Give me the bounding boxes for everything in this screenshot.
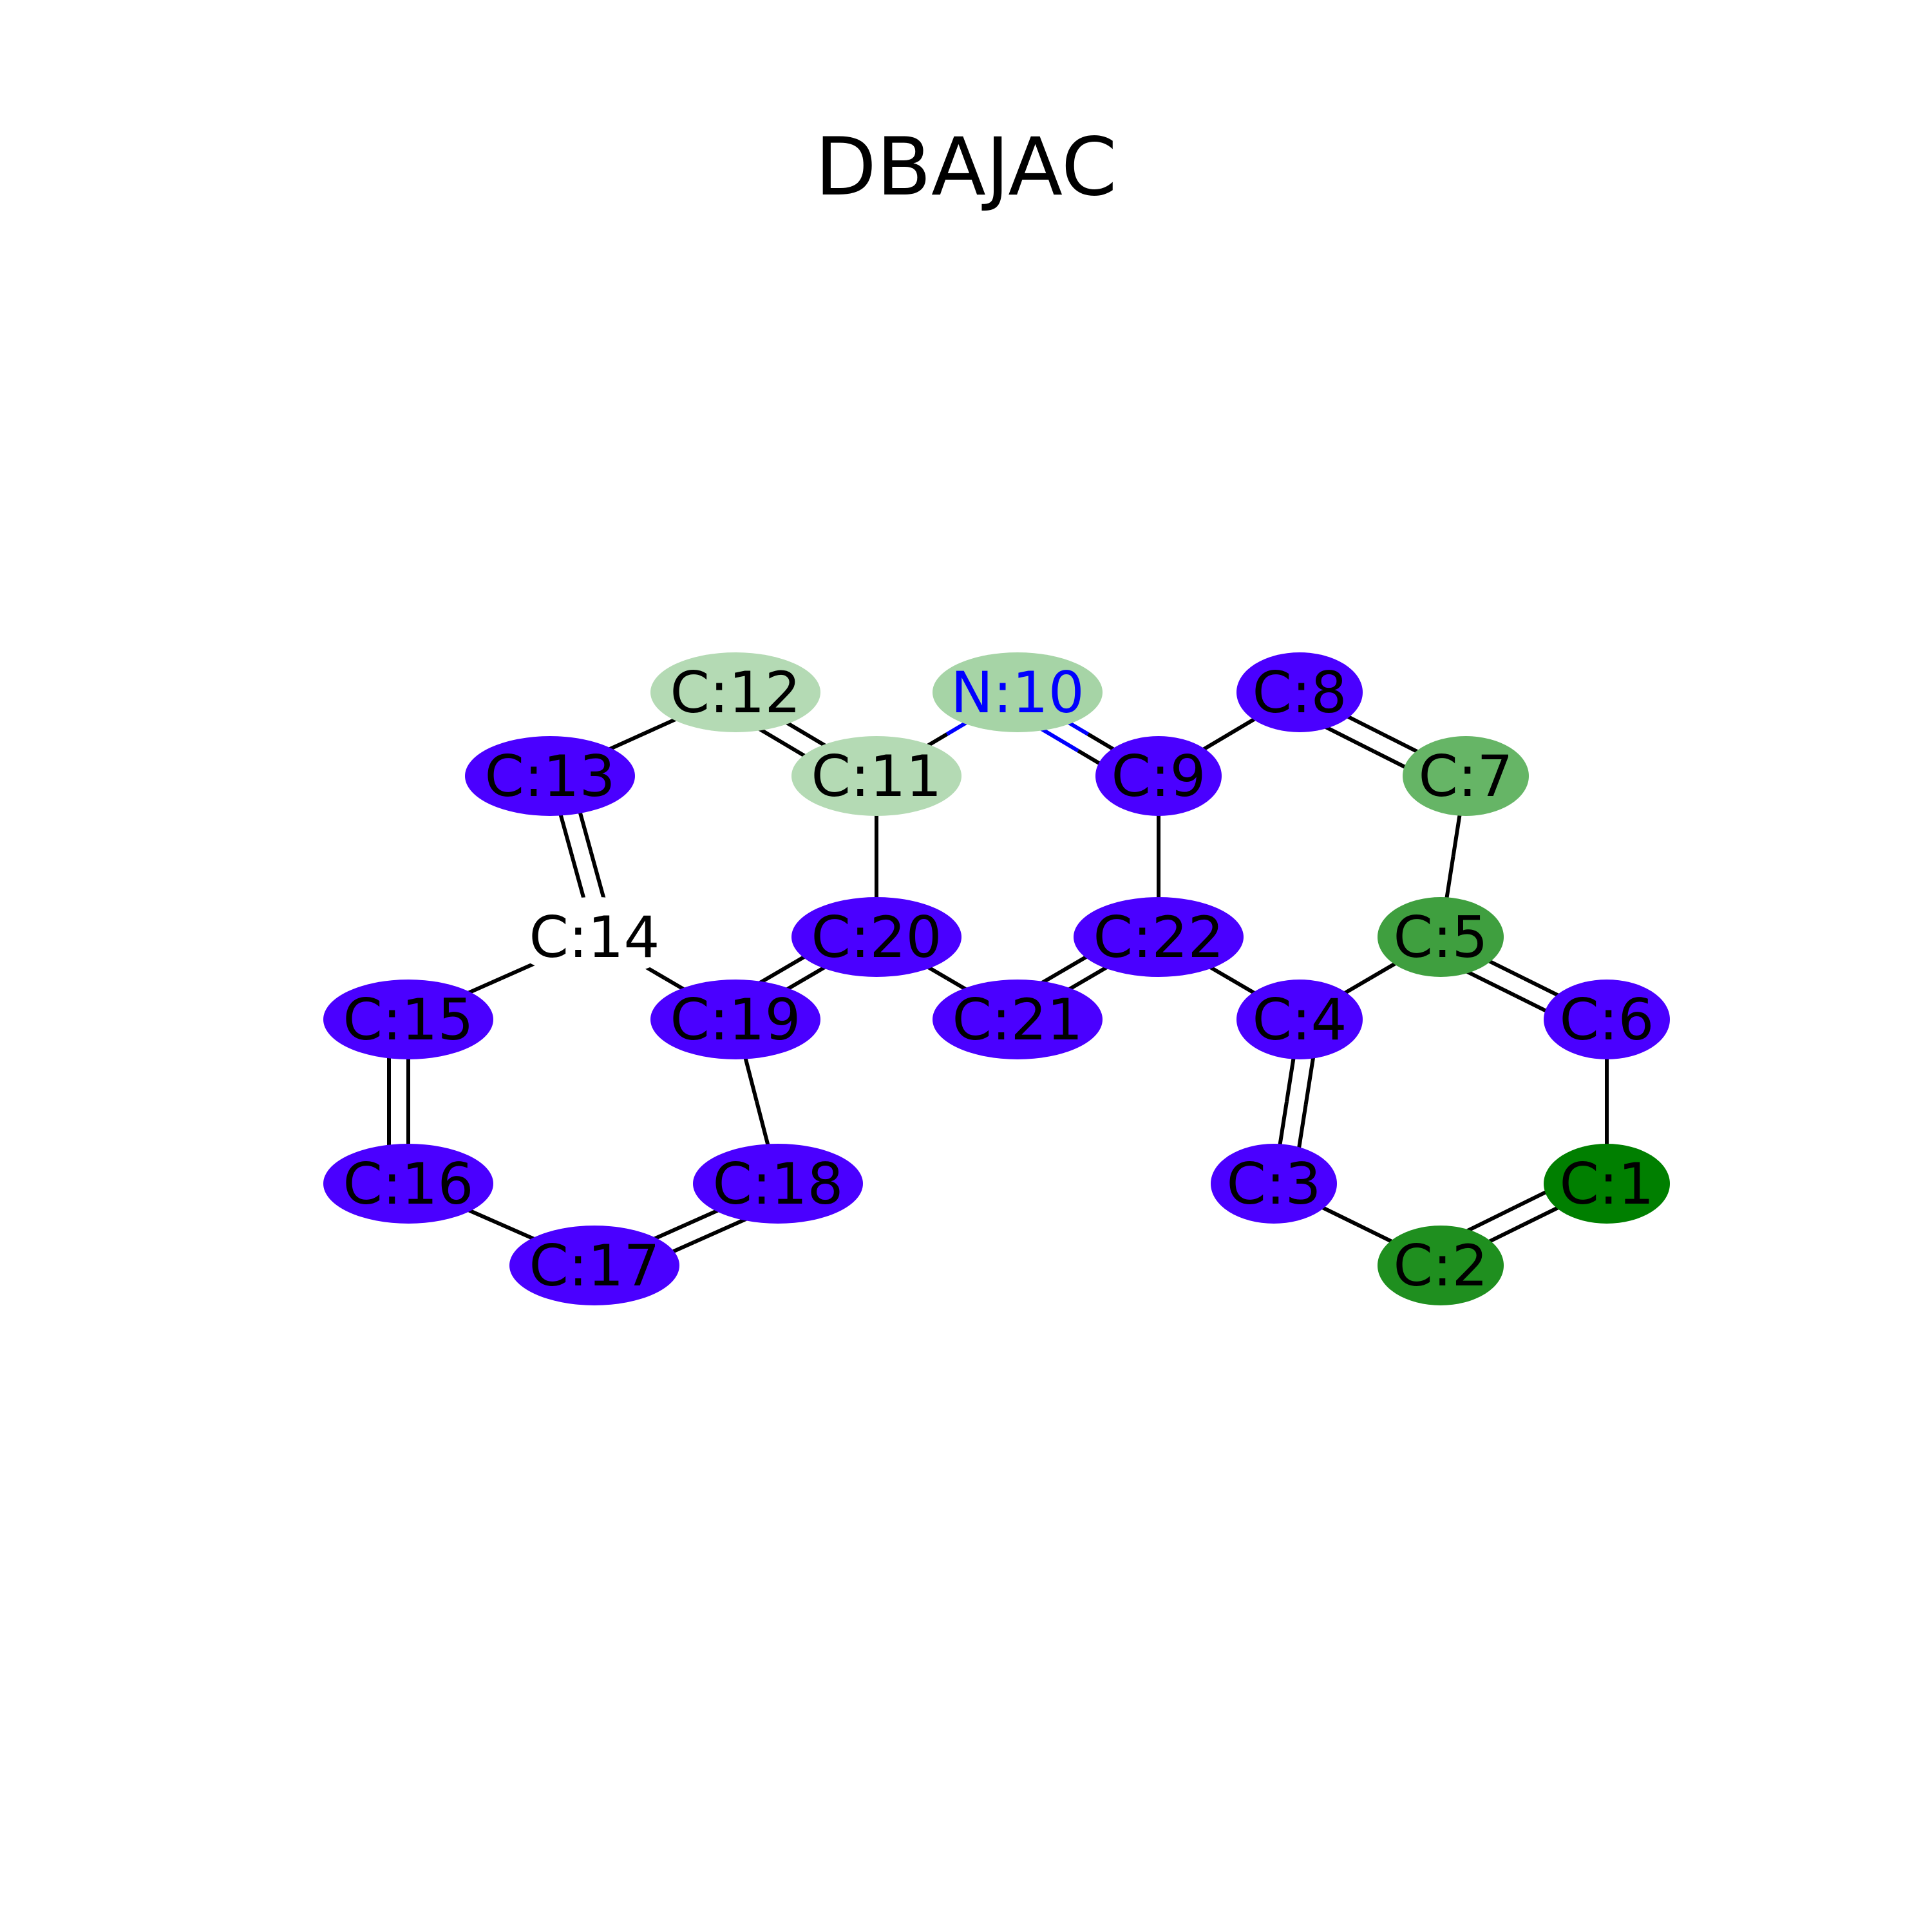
atom-c-9: C:9 xyxy=(1095,736,1222,816)
atom-label: C:18 xyxy=(712,1151,843,1217)
atom-c-14: C:14 xyxy=(509,897,679,977)
atom-highlight xyxy=(650,652,820,732)
atom-highlight xyxy=(1074,897,1244,977)
atom-label: C:2 xyxy=(1393,1233,1488,1299)
atom-n-10: N:10 xyxy=(933,652,1103,732)
atom-c-12: C:12 xyxy=(650,652,820,732)
atom-label: C:6 xyxy=(1559,987,1654,1053)
bond-line xyxy=(589,851,607,904)
atom-label: C:22 xyxy=(1093,904,1224,971)
atom-highlight xyxy=(1236,980,1363,1059)
atom-highlight xyxy=(933,652,1103,732)
atom-highlight xyxy=(1378,897,1504,977)
atom-c-22: C:22 xyxy=(1074,897,1244,977)
atom-label: C:20 xyxy=(811,904,942,971)
atom-label: C:4 xyxy=(1252,987,1347,1053)
atom-c-4: C:4 xyxy=(1236,980,1363,1059)
atom-label: C:15 xyxy=(343,987,473,1053)
atom-label: N:10 xyxy=(951,659,1084,726)
atom-highlight xyxy=(693,1144,863,1224)
atom-c-17: C:17 xyxy=(509,1226,679,1305)
atom-c-2: C:2 xyxy=(1378,1226,1504,1305)
atom-label: C:19 xyxy=(670,987,800,1053)
atom-highlight xyxy=(323,980,493,1059)
bond-line xyxy=(1320,723,1375,753)
atom-label: C:16 xyxy=(343,1151,473,1217)
atom-c-13: C:13 xyxy=(465,736,635,816)
bond-line xyxy=(1461,1205,1517,1235)
atom-c-15: C:15 xyxy=(323,980,493,1059)
atom-c-8: C:8 xyxy=(1236,652,1363,732)
atom-highlight xyxy=(1378,1226,1504,1305)
atom-highlight xyxy=(1211,1144,1337,1224)
atom-c-6: C:6 xyxy=(1544,980,1670,1059)
atom-label: C:13 xyxy=(484,743,615,810)
atom-c-19: C:19 xyxy=(650,980,820,1059)
atom-c-11: C:11 xyxy=(791,736,961,816)
atom-c-20: C:20 xyxy=(791,897,961,977)
atom-highlight xyxy=(1095,736,1222,816)
page-title: DBAJAC xyxy=(815,121,1117,214)
atom-c-7: C:7 xyxy=(1403,736,1529,816)
atom-c-16: C:16 xyxy=(323,1144,493,1224)
atom-label: C:7 xyxy=(1418,743,1513,810)
atom-highlight xyxy=(509,897,679,977)
atom-highlight xyxy=(791,736,961,816)
atom-label: C:1 xyxy=(1559,1151,1654,1217)
atom-label: C:8 xyxy=(1252,659,1347,726)
atom-c-3: C:3 xyxy=(1211,1144,1337,1224)
atom-highlight xyxy=(509,1226,679,1305)
bond-line xyxy=(1303,1052,1316,1105)
atom-highlight xyxy=(1403,736,1529,816)
atom-label: C:9 xyxy=(1111,743,1206,810)
atom-highlight xyxy=(1544,1144,1670,1224)
atom-label: C:3 xyxy=(1226,1151,1321,1217)
atom-highlight xyxy=(323,1144,493,1224)
atom-label: C:11 xyxy=(811,743,942,810)
bond-line xyxy=(1461,967,1517,998)
atom-c-18: C:18 xyxy=(693,1144,863,1224)
atom-c-21: C:21 xyxy=(933,980,1103,1059)
atom-label: C:12 xyxy=(670,659,800,726)
atom-highlight xyxy=(1236,652,1363,732)
bond-line xyxy=(693,1214,753,1244)
atom-highlight xyxy=(1544,980,1670,1059)
atom-label: C:14 xyxy=(529,904,659,971)
atom-highlight xyxy=(791,897,961,977)
atom-label: C:21 xyxy=(952,987,1083,1053)
atom-layer: C:1C:2 C:3 C:4 C:5C:6 C:7 C:8C:9 N:10C:11C:12C… xyxy=(323,652,1670,1305)
atom-highlight xyxy=(465,736,635,816)
atom-c-5: C:5 xyxy=(1378,897,1504,977)
atom-highlight xyxy=(933,980,1103,1059)
atom-label: C:17 xyxy=(529,1233,659,1299)
atom-highlight xyxy=(650,980,820,1059)
atom-c-1: C:1 xyxy=(1544,1144,1670,1224)
atom-label: C:5 xyxy=(1393,904,1488,971)
